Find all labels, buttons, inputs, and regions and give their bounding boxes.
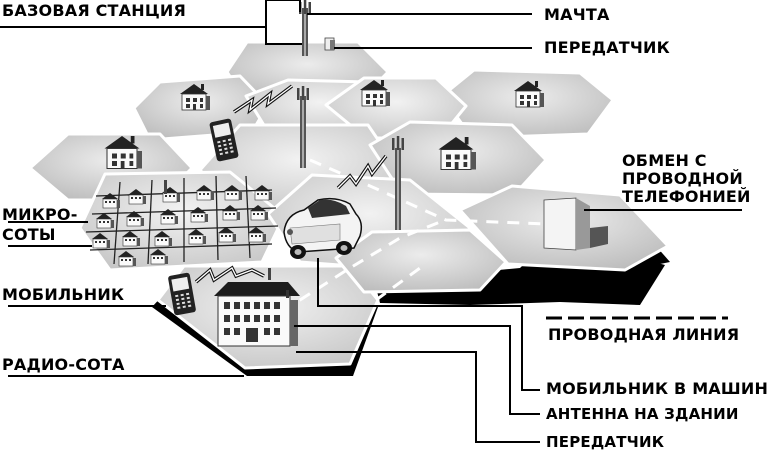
label-microcells-line1: МИКРО-: [2, 205, 78, 224]
antenna-icon: [392, 136, 404, 150]
label-antenna-on-building: АНТЕННА НА ЗДАНИИ: [546, 405, 739, 423]
label-transmitter-top: ПЕРЕДАТЧИК: [544, 38, 670, 57]
antenna-icon: [297, 86, 309, 100]
microcell-grid: [85, 175, 279, 265]
label-mobile-in-car: МОБИЛЬНИК В МАШИНЕ: [546, 379, 767, 398]
label-exchange-line3: ТЕЛЕФОНИЕЙ: [622, 187, 751, 206]
hex-cell-bottom-mid: [334, 228, 508, 294]
building-icon: [214, 282, 300, 347]
label-radio-cell: РАДИО-СОТА: [2, 355, 125, 374]
car-icon: [283, 197, 363, 259]
tower-right: [392, 136, 404, 230]
label-mast: МАЧТА: [544, 5, 610, 24]
tower-center: [297, 86, 309, 168]
label-mobile: МОБИЛЬНИК: [2, 285, 125, 304]
leader-lines: [0, 0, 742, 443]
mast-icon: [299, 0, 335, 56]
radio-wave-icon: [194, 84, 388, 284]
label-exchange-line1: ОБМЕН С: [622, 151, 707, 170]
label-microcells-line2: СОТЫ: [2, 225, 56, 244]
label-base-station: БАЗОВАЯ СТАНЦИЯ: [2, 1, 186, 20]
label-exchange-line2: ПРОВОДНОЙ: [622, 169, 743, 188]
label-transmitter-bottom: ПЕРЕДАТЧИК: [546, 433, 665, 451]
label-wired-line: ПРОВОДНАЯ ЛИНИЯ: [548, 325, 740, 344]
tower-small: [164, 180, 271, 280]
